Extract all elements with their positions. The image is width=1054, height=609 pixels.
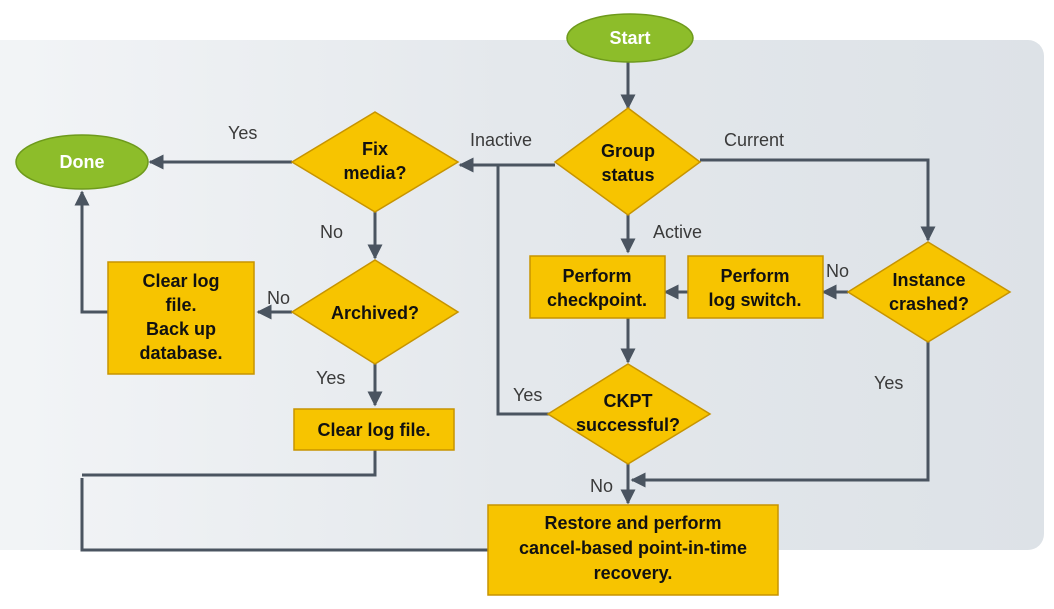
label-no-ckpt: No [590, 476, 613, 496]
edge-clear-backup-done [74, 190, 108, 314]
instance-crashed-decision[interactable]: Instance crashed? [846, 241, 1012, 343]
ckpt-line2: successful? [576, 415, 680, 435]
clear-log-backup-process[interactable]: Clear log file. Back up database. [107, 261, 255, 375]
log-switch-line2: log switch. [708, 290, 801, 310]
checkpoint-line2: checkpoint. [547, 290, 647, 310]
label-no-fix-media: No [320, 222, 343, 242]
checkpoint-line1: Perform [562, 266, 631, 286]
label-current: Current [724, 130, 784, 150]
group-status-line1: Group [601, 141, 655, 161]
label-yes-archived: Yes [316, 368, 345, 388]
fix-media-line2: media? [343, 163, 406, 183]
clear-backup-line1: Clear log [142, 271, 219, 291]
label-yes-ckpt: Yes [513, 385, 542, 405]
start-terminal[interactable]: Start [566, 13, 694, 63]
label-yes-instance: Yes [874, 373, 903, 393]
instance-line1: Instance [892, 270, 965, 290]
start-label: Start [609, 28, 650, 48]
restore-line1: Restore and perform [544, 513, 721, 533]
archived-decision[interactable]: Archived? [290, 259, 460, 365]
perform-log-switch-process[interactable]: Perform log switch. [687, 255, 824, 319]
label-active: Active [653, 222, 702, 242]
fix-media-decision[interactable]: Fix media? [290, 111, 460, 213]
edge-group-instance [700, 158, 936, 242]
log-switch-line1: Perform [720, 266, 789, 286]
label-inactive: Inactive [470, 130, 532, 150]
clear-backup-line4: database. [139, 343, 222, 363]
restore-recovery-process[interactable]: Restore and perform cancel-based point-i… [487, 504, 779, 596]
edge-clear-log-done [82, 450, 377, 477]
ckpt-successful-decision[interactable]: CKPT successful? [546, 363, 712, 465]
label-no-instance: No [826, 261, 849, 281]
done-terminal[interactable]: Done [15, 134, 149, 190]
done-label: Done [60, 152, 105, 172]
perform-checkpoint-process[interactable]: Perform checkpoint. [529, 255, 666, 319]
group-status-decision[interactable]: Group status [553, 107, 702, 216]
clear-log-file-process[interactable]: Clear log file. [293, 408, 455, 451]
edge-ckpt-yes [496, 166, 555, 416]
clear-backup-line3: Back up [146, 319, 216, 339]
archived-label: Archived? [331, 303, 419, 323]
edges [74, 62, 936, 552]
edge-instance-restore [630, 340, 930, 488]
ckpt-line1: CKPT [604, 391, 653, 411]
instance-line2: crashed? [889, 294, 969, 314]
fix-media-line1: Fix [362, 139, 388, 159]
label-no-archived: No [267, 288, 290, 308]
clear-backup-line2: file. [165, 295, 196, 315]
edge-restore-done [80, 478, 488, 552]
restore-line2: cancel-based point-in-time [519, 538, 747, 558]
background-panel [0, 40, 1044, 550]
label-yes-fix-media: Yes [228, 123, 257, 143]
restore-line3: recovery. [594, 563, 673, 583]
group-status-line2: status [601, 165, 654, 185]
clear-log-file-label: Clear log file. [317, 420, 430, 440]
